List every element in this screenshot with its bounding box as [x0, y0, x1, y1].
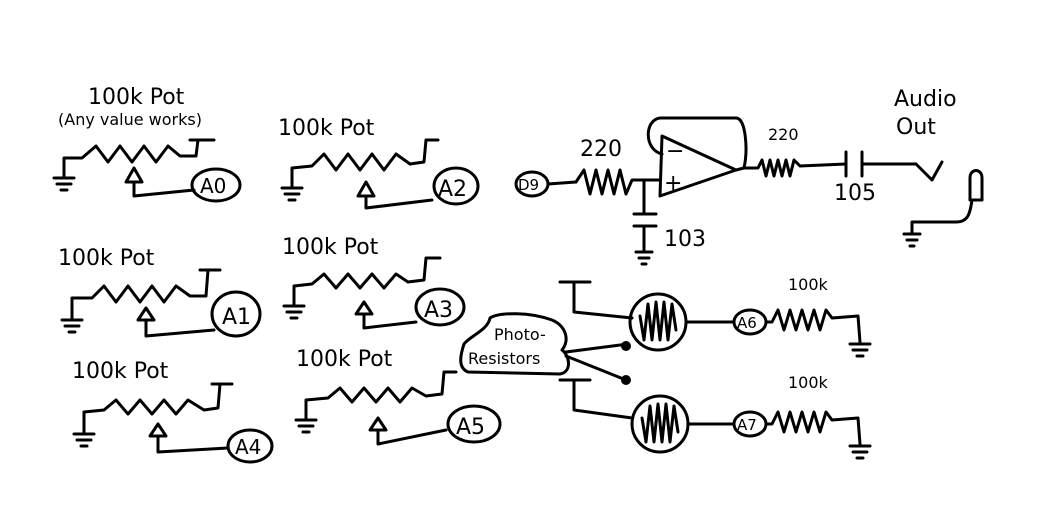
coupling-cap-label: 105 — [834, 181, 876, 206]
pointer-dot — [621, 341, 631, 351]
pin-bubble — [210, 290, 262, 338]
pulldown-label: 100k — [788, 373, 829, 392]
pulldown-label: 100k — [788, 275, 829, 294]
audio-jack-icon — [910, 160, 984, 234]
ground-icon — [282, 304, 306, 320]
pin-label: A5 — [456, 415, 485, 440]
wiper-arrow-icon — [368, 416, 388, 432]
photoresistor-section: Photo- Resistors A6 100k — [459, 275, 872, 460]
ground-icon — [60, 318, 84, 334]
pot-wire — [82, 382, 234, 434]
pot-a4: 100k Pot A4 — [72, 359, 274, 464]
callout-line-2: Resistors — [468, 349, 540, 368]
resistor-icon — [764, 410, 862, 446]
wiper-wire — [156, 434, 230, 454]
pot-a0: 100k Pot (Any value works) A0 — [52, 85, 242, 203]
pin-bubble — [190, 167, 242, 203]
ground-icon — [902, 232, 922, 248]
pin-bubble — [432, 166, 480, 206]
callout-line-1: Photo- — [494, 325, 546, 344]
pot-wire — [304, 370, 458, 420]
wiper-arrow-icon — [124, 166, 144, 184]
ground-icon — [294, 418, 318, 434]
pot-a3: 100k Pot A3 — [282, 235, 466, 330]
pot-a2: 100k Pot A2 — [278, 116, 480, 210]
wiper-wire — [362, 312, 418, 330]
wiper-wire — [376, 428, 448, 446]
pot-label: 100k Pot — [282, 235, 379, 260]
ground-icon — [848, 342, 872, 358]
capacitor-icon — [844, 150, 918, 178]
opamp-icon — [646, 116, 748, 198]
resistor-icon — [574, 168, 662, 196]
resistor-icon — [742, 158, 848, 178]
supply-wire — [558, 280, 634, 320]
pin-label: A2 — [438, 177, 467, 202]
audio-output-stage: D9 220 103 − + 220 105 Audio Out — [514, 87, 984, 266]
pin-bubble — [414, 287, 466, 327]
pot-a1: 100k Pot A1 — [58, 246, 262, 338]
pin-label: A3 — [424, 298, 453, 323]
ground-icon — [280, 186, 304, 202]
pot-note: (Any value works) — [58, 110, 202, 129]
pot-wire — [290, 138, 440, 188]
input-resistor-label: 220 — [580, 137, 622, 162]
pot-wire — [292, 256, 442, 306]
wiper-arrow-icon — [356, 180, 376, 198]
opamp-plus-label: + — [664, 171, 682, 196]
pot-wire — [70, 268, 222, 320]
audio-out-label-2: Out — [896, 115, 936, 140]
ldr-squiggle — [638, 300, 678, 342]
ldr-squiggle — [640, 402, 680, 444]
pot-label: 100k Pot — [72, 359, 169, 384]
pot-label: 100k Pot — [88, 85, 185, 110]
capacitor-icon — [632, 212, 658, 252]
ground-icon — [848, 444, 872, 460]
pot-label: 100k Pot — [278, 116, 375, 141]
wiper-arrow-icon — [136, 306, 156, 322]
ground-icon — [72, 432, 96, 448]
pin-label: A4 — [235, 435, 261, 459]
callout-pointer — [564, 354, 628, 382]
pot-label: 100k Pot — [296, 347, 393, 372]
photoresistor-a7: A7 100k — [558, 373, 872, 460]
wiper-wire — [144, 318, 216, 338]
pin-label: A6 — [737, 314, 757, 332]
ground-icon — [52, 176, 76, 192]
pot-label: 100k Pot — [58, 246, 155, 271]
pin-bubble — [226, 428, 274, 464]
pin-label: A0 — [200, 174, 226, 198]
pin-label: A1 — [222, 305, 251, 330]
opamp-minus-label: − — [666, 139, 684, 164]
wiper-wire — [132, 180, 196, 198]
callout-pointer — [564, 342, 630, 354]
resistor-icon — [764, 308, 862, 344]
wiper-wire — [364, 194, 434, 210]
supply-wire — [558, 378, 634, 420]
pin-label: A7 — [737, 416, 757, 434]
input-pin-label: D9 — [518, 176, 539, 194]
wiper-arrow-icon — [148, 422, 168, 438]
wire — [546, 180, 578, 186]
pointer-dot — [621, 375, 631, 385]
ground-icon — [634, 250, 654, 266]
audio-out-label-1: Audio — [894, 87, 957, 112]
pin-bubble — [446, 404, 502, 444]
photoresistor-a6: A6 100k — [558, 275, 872, 358]
filter-cap-label: 103 — [664, 227, 706, 252]
photoresistor-callout: Photo- Resistors — [459, 312, 631, 385]
pot-wire — [62, 138, 216, 178]
pot-a5: 100k Pot A5 — [294, 347, 502, 446]
wiper-arrow-icon — [354, 300, 374, 316]
output-resistor-label: 220 — [768, 125, 799, 144]
